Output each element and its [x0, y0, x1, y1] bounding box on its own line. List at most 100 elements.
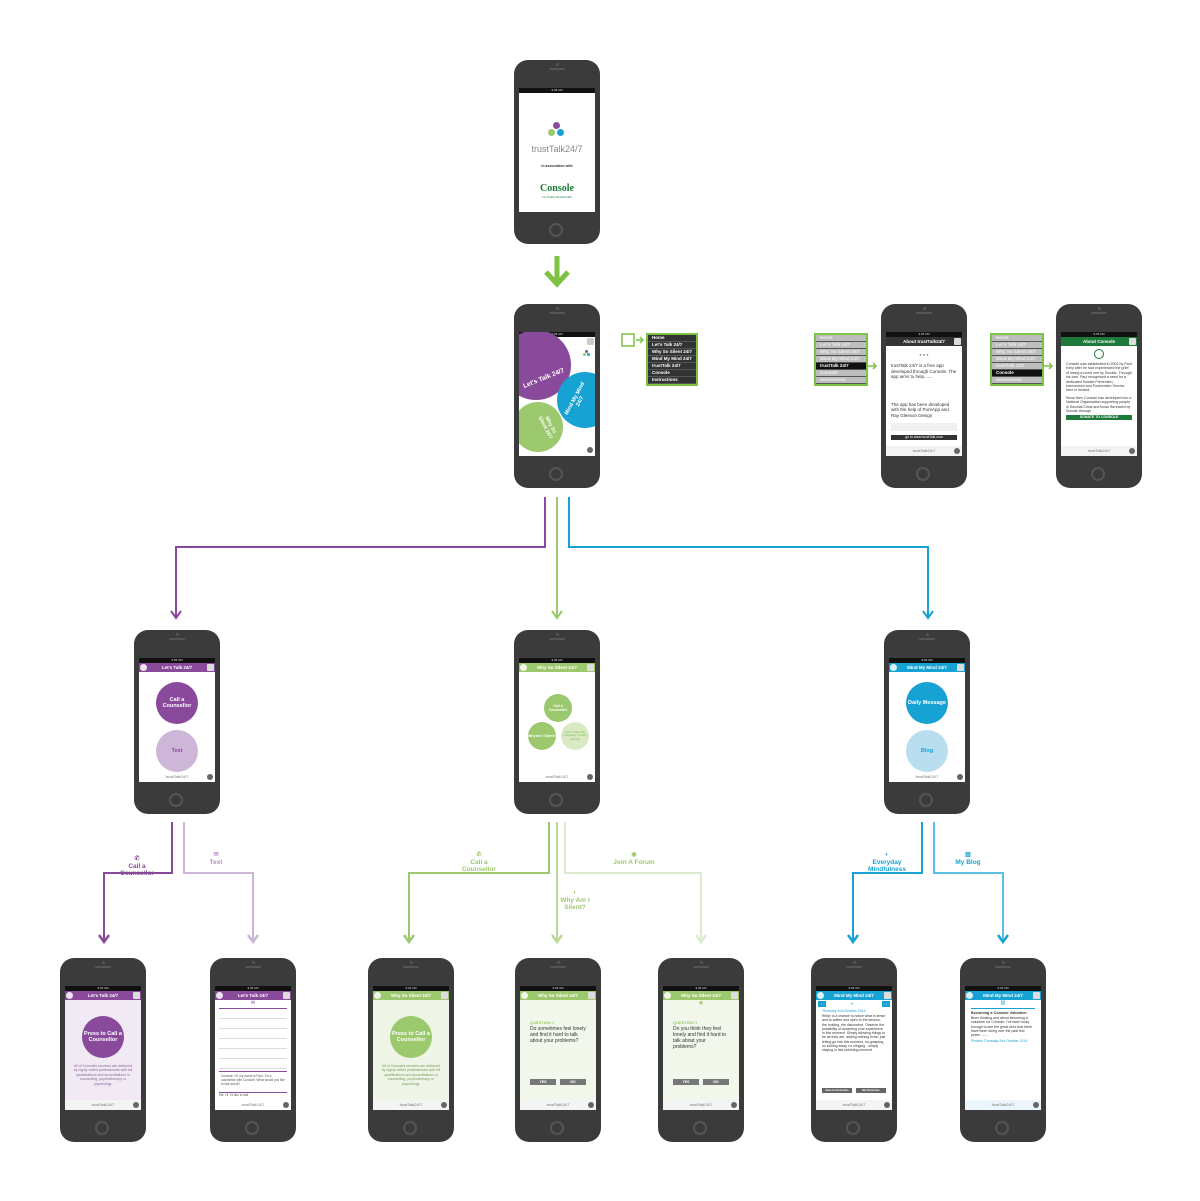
yes-button[interactable]: YES [530, 1079, 556, 1085]
info-icon[interactable] [207, 774, 213, 780]
text-button[interactable]: Text [156, 730, 198, 772]
hamburger-icon[interactable] [283, 992, 290, 999]
footer: trustTalk24/7 [373, 1100, 449, 1110]
back-icon[interactable] [817, 992, 824, 999]
hamburger-icon[interactable] [731, 992, 738, 999]
hamburger-icon[interactable] [1129, 338, 1136, 345]
menu-item-mind-my-mind[interactable]: Mind My Mind 24/7 [992, 356, 1042, 363]
label-ws-why: ◐ Why Am I Silent? [560, 890, 590, 911]
phone-ws-press-call: 9:05 AM Why So Silent 24/7 Press to Call… [368, 958, 454, 1142]
menu-item-instructions[interactable]: Instructions [816, 377, 866, 384]
back-icon[interactable] [140, 664, 147, 671]
yes-button[interactable]: YES [673, 1079, 699, 1085]
call-counsellor-button[interactable]: Call a Counsellor [156, 682, 198, 724]
hamburger-icon[interactable] [587, 338, 594, 345]
chat-history [219, 1008, 287, 1072]
ws-why-silent-button[interactable]: Why am I Silent? [528, 722, 556, 750]
hamburger-icon[interactable] [207, 664, 214, 671]
chat-input[interactable]: Me: Hi, I'd like to talk [219, 1092, 287, 1098]
press-to-call-button[interactable]: Press to Call a Counsellor [82, 1016, 124, 1058]
menu-item-instructions[interactable]: Instructions [648, 377, 696, 384]
connector-mm-blog [933, 822, 1004, 941]
press-to-call-button[interactable]: Press to Call a Counsellor [390, 1016, 432, 1058]
menu-item-mind-my-mind[interactable]: Mind My Mind 24/7 [648, 356, 696, 363]
menu-item-trusttalk[interactable]: trustTalk 24/7 [648, 363, 696, 370]
hamburger-icon[interactable] [133, 992, 140, 999]
screen-ws-question: 9:05 AM Why So Silent 24/7 QUESTION 1 Do… [520, 986, 596, 1110]
brand-logo-text: trustTalk24/7 [531, 144, 583, 154]
website-link[interactable]: go to www.trustTalk.com [891, 434, 957, 440]
hamburger-icon[interactable] [954, 338, 961, 345]
menu-item-lets-talk[interactable]: Let's Talk 24/7 [648, 342, 696, 349]
menu-item-instructions[interactable]: Instructions [992, 377, 1042, 384]
menu-item-why-so-silent[interactable]: Why So Silent 24/7 [992, 349, 1042, 356]
back-icon[interactable] [216, 992, 223, 999]
footer: trustTalk24/7 [215, 1100, 291, 1110]
connector-lt-call [103, 822, 173, 941]
info-icon[interactable] [587, 774, 593, 780]
arrow-splash-to-home [544, 256, 570, 288]
menu-item-console[interactable]: Console [648, 370, 696, 377]
info-icon[interactable] [587, 447, 593, 453]
my-favourites-button[interactable]: My Favourites [856, 1088, 886, 1093]
phone-lt-press-call: 9:05 AM Let's Talk 24/7 Press to Call a … [60, 958, 146, 1142]
menu-item-home[interactable]: Home [992, 335, 1042, 342]
back-icon[interactable] [521, 992, 528, 999]
info-icon[interactable] [1033, 1102, 1039, 1108]
no-button[interactable]: NO [560, 1079, 586, 1085]
hamburger-icon[interactable] [588, 992, 595, 999]
info-icon[interactable] [957, 774, 963, 780]
screen-about-console: 9:05 AM About Console Console was establ… [1061, 332, 1137, 456]
menu-item-lets-talk[interactable]: Let's Talk 24/7 [816, 342, 866, 349]
info-icon[interactable] [884, 1102, 890, 1108]
menu-item-home[interactable]: Home [648, 335, 696, 342]
menu-item-why-so-silent[interactable]: Why So Silent 24/7 [648, 349, 696, 356]
menu-item-console[interactable]: Console [992, 370, 1042, 377]
menu-item-mind-my-mind[interactable]: Mind My Mind 24/7 [816, 356, 866, 363]
info-icon[interactable] [133, 1102, 139, 1108]
info-icon[interactable] [441, 1102, 447, 1108]
info-icon[interactable] [588, 1102, 594, 1108]
ws-call-counsellor-button[interactable]: Call a Counsellor [544, 694, 572, 722]
back-icon[interactable] [966, 992, 973, 999]
back-icon[interactable] [374, 992, 381, 999]
no-button[interactable]: NO [703, 1079, 729, 1085]
connector-lt-text [183, 822, 254, 941]
hamburger-icon[interactable] [587, 664, 594, 671]
menu-item-lets-talk[interactable]: Let's Talk 24/7 [992, 342, 1042, 349]
ws-forum-button[interactable]: Join A Silently Thinking Forum (about) [561, 722, 589, 750]
hamburger-icon[interactable] [957, 664, 964, 671]
menu-item-home[interactable]: Home [816, 335, 866, 342]
hamburger-icon[interactable] [884, 992, 891, 999]
connector-ws-call [408, 822, 550, 941]
info-icon[interactable] [1129, 448, 1135, 454]
back-icon[interactable] [66, 992, 73, 999]
menu-item-trusttalk[interactable]: trustTalk 24/7 [816, 363, 866, 370]
connector-home-to-lets-talk [175, 497, 546, 617]
menu-item-why-so-silent[interactable]: Why So Silent 24/7 [816, 349, 866, 356]
info-icon[interactable] [954, 448, 960, 454]
bubble-why-so-silent[interactable]: Why So Silent 24/7 [519, 402, 563, 452]
phone-icon: ✆ [476, 852, 482, 858]
back-icon[interactable] [664, 992, 671, 999]
hamburger-icon[interactable] [1033, 992, 1040, 999]
menu-item-trusttalk[interactable]: trustTalk 24/7 [992, 363, 1042, 370]
info-icon[interactable] [283, 1102, 289, 1108]
menu-item-console[interactable]: Console [816, 370, 866, 377]
info-icon[interactable] [731, 1102, 737, 1108]
back-icon[interactable] [520, 664, 527, 671]
header-about-trusttalk: About trustTalk24/7 [886, 337, 962, 346]
save-favourites-button[interactable]: Save to Favourites [822, 1088, 852, 1093]
screen-ws-press-call: 9:05 AM Why So Silent 24/7 Press to Call… [373, 986, 449, 1110]
donate-button[interactable]: DONATE TO CONSOLE [1066, 415, 1132, 421]
blog-post[interactable]: Becoming a Console Volunteer Been thinki… [971, 1008, 1035, 1044]
blog-button[interactable]: Blog [906, 730, 948, 772]
daily-message-button[interactable]: Daily Message [906, 682, 948, 724]
back-icon[interactable] [890, 664, 897, 671]
chat-message-counsellor: Console: Hi, my name is Paul. I'm a coun… [221, 1074, 285, 1086]
header-lets-talk: Let's Talk 24/7 [139, 663, 215, 672]
hamburger-icon[interactable] [441, 992, 448, 999]
bubble-mind-my-mind[interactable]: Mind My Mind 24/7 [557, 372, 595, 428]
next-arrow-icon[interactable]: → [882, 1001, 890, 1007]
prev-arrow-icon[interactable]: ← [818, 1001, 826, 1007]
